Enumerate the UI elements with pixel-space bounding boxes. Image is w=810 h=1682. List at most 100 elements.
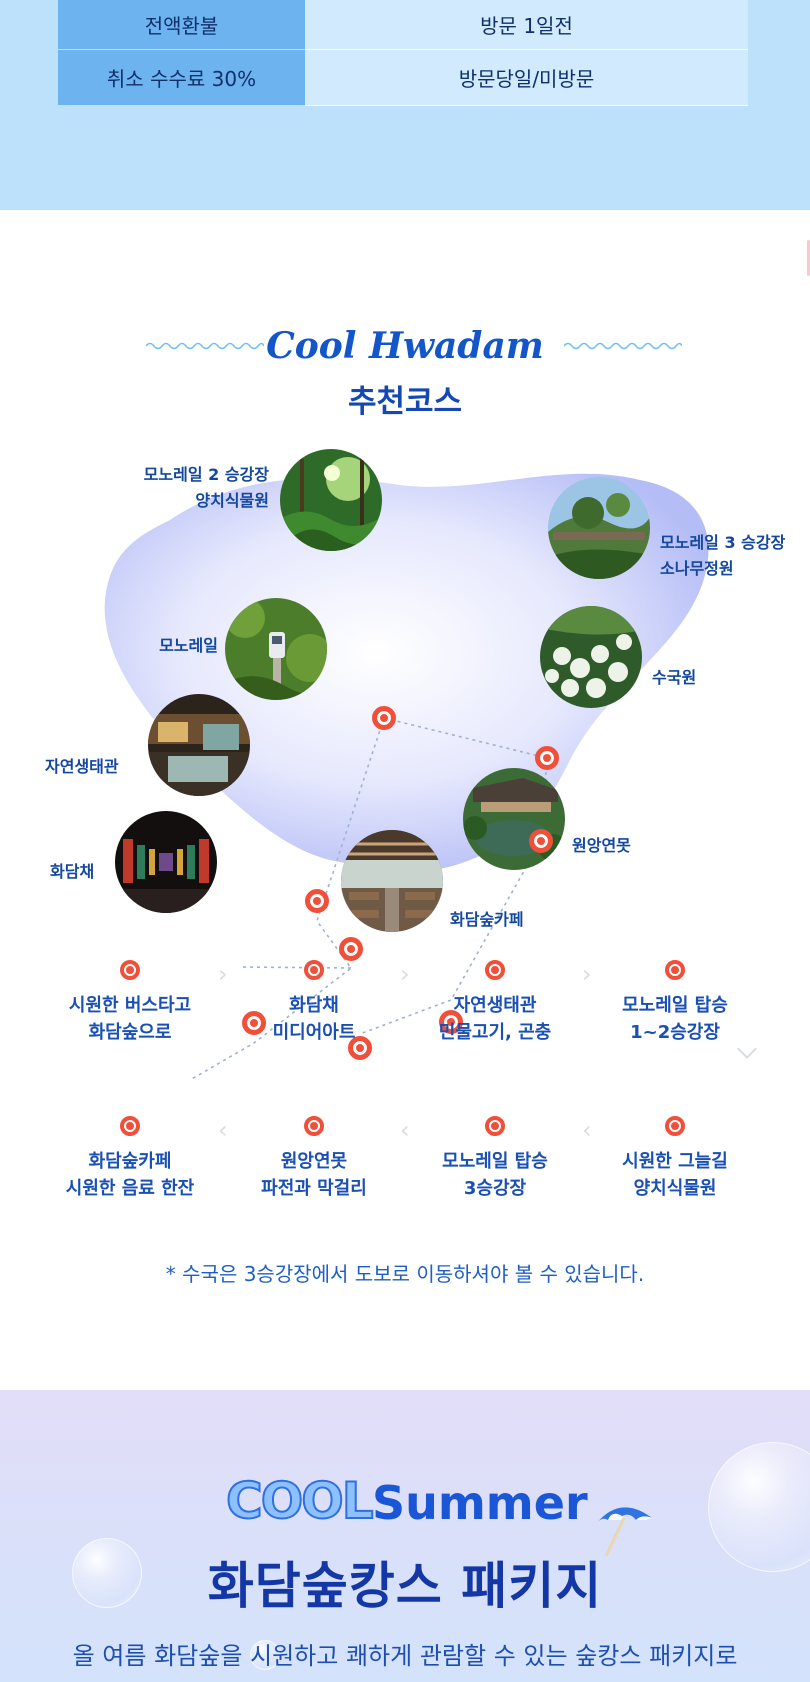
step-dot xyxy=(120,960,140,980)
step-line: 시원한 음료 한잔 xyxy=(65,1178,195,1199)
label-line: 모노레일 3 승강장 xyxy=(660,533,786,552)
chevron-right-icon: › xyxy=(582,960,592,988)
step-text: 자연생태관 민물고기, 곤충 xyxy=(415,992,575,1046)
fern-garden-photo xyxy=(280,449,382,551)
step-line: 1~2승강장 xyxy=(630,1022,720,1043)
step-text: 원앙연못 파전과 막걸리 xyxy=(234,1148,394,1202)
step-line: 시원한 그늘길 xyxy=(622,1151,728,1172)
route-pin xyxy=(439,1010,463,1034)
course-section: Cool Hwadam 추천코스 xyxy=(0,210,810,1390)
course-step-6: 원앙연못 파전과 막걸리 xyxy=(234,1116,394,1202)
table-row: 전액환불 방문 1일전 xyxy=(58,0,748,50)
umbrella-icon xyxy=(596,1507,652,1557)
step-text: 모노레일 탑승 3승강장 xyxy=(415,1148,575,1202)
label-cafe: 화담숲카페 xyxy=(450,910,524,929)
step-dot xyxy=(304,1116,324,1136)
step-dot xyxy=(304,960,324,980)
course-step-5: 화담숲카페 시원한 음료 한잔 xyxy=(50,1116,210,1202)
mandarin-pond-photo xyxy=(463,768,565,870)
package-cool-text: COOL xyxy=(225,1471,375,1531)
package-title: 화담숲캉스 패키지 xyxy=(207,1557,603,1615)
package-summer-text: Summer xyxy=(372,1476,588,1530)
package-section: COOL Summer 화담숲캉스 패키지 올 여름 화담숲을 시원하고 쾌하게… xyxy=(0,1390,810,1682)
label-monorail-2: 모노레일 2 승강장 양치식물원 xyxy=(144,462,269,514)
chevron-left-icon: ‹ xyxy=(400,1116,410,1144)
course-subtitle: 추천코스 xyxy=(347,384,463,420)
step-dot xyxy=(665,1116,685,1136)
table-row: 취소 수수료 30% 방문당일/미방문 xyxy=(58,50,748,106)
bubble-decoration xyxy=(72,1538,142,1608)
bubble-decoration xyxy=(708,1442,810,1572)
label-monorail-3: 모노레일 3 승강장 소나무정원 xyxy=(660,530,785,582)
label-line: 모노레일 2 승강장 xyxy=(143,465,269,484)
course-step-1: 시원한 버스타고 화담숲으로 xyxy=(50,960,210,1046)
route-pin xyxy=(339,937,363,961)
refund-timing-cell: 방문당일/미방문 xyxy=(305,50,748,106)
bubble-decoration xyxy=(250,1640,280,1670)
route-pin xyxy=(305,889,329,913)
refund-timing-cell: 방문 1일전 xyxy=(305,0,748,50)
course-step-7: 모노레일 탑승 3승강장 xyxy=(415,1116,575,1202)
step-line: 양치식물원 xyxy=(633,1178,717,1199)
package-description: 올 여름 화담숲을 시원하고 쾌하게 관람할 수 있는 숲캉스 패키지로 xyxy=(72,1642,738,1670)
refund-section: 전액환불 방문 1일전 취소 수수료 30% 방문당일/미방문 xyxy=(0,0,810,210)
refund-policy-cell: 전액환불 xyxy=(58,0,305,50)
route-line xyxy=(239,966,352,969)
step-line: 미디어아트 xyxy=(272,1022,356,1043)
step-dot xyxy=(485,1116,505,1136)
course-title: Cool Hwadam xyxy=(266,325,544,367)
step-text: 화담채 미디어아트 xyxy=(234,992,394,1046)
refund-table: 전액환불 방문 1일전 취소 수수료 30% 방문당일/미방문 xyxy=(58,0,748,106)
step-line: 화담숲카페 xyxy=(88,1151,172,1172)
step-line: 3승강장 xyxy=(463,1178,527,1199)
step-dot xyxy=(485,960,505,980)
label-sugukwon: 수국원 xyxy=(652,668,697,687)
step-line: 민물고기, 곤충 xyxy=(438,1022,552,1043)
route-pin xyxy=(535,746,559,770)
step-text: 시원한 버스타고 화담숲으로 xyxy=(50,992,210,1046)
course-step-4: 모노레일 탑승 1~2승강장 xyxy=(595,960,755,1046)
step-line: 시원한 버스타고 xyxy=(68,995,192,1016)
route-pin xyxy=(372,706,396,730)
label-wonang: 원앙연못 xyxy=(572,836,631,855)
route-pin xyxy=(348,1036,372,1060)
monorail-photo xyxy=(225,598,327,700)
step-line: 화담숲으로 xyxy=(88,1022,172,1043)
nature-hall-photo xyxy=(148,694,250,796)
route-line xyxy=(189,717,385,1081)
step-dot xyxy=(120,1116,140,1136)
label-line: 소나무정원 xyxy=(660,559,734,578)
map-blob xyxy=(104,473,709,872)
course-step-3: 자연생태관 민물고기, 곤충 xyxy=(415,960,575,1046)
course-step-8: 시원한 그늘길 양치식물원 xyxy=(595,1116,755,1202)
course-step-2: 화담채 미디어아트 xyxy=(234,960,394,1046)
chevron-left-icon: ‹ xyxy=(582,1116,592,1144)
hwadamchae-photo xyxy=(115,811,217,913)
label-line: 양치식물원 xyxy=(195,491,269,510)
course-map xyxy=(104,473,709,1081)
step-text: 시원한 그늘길 양치식물원 xyxy=(595,1148,755,1202)
chevron-left-icon: ‹ xyxy=(218,1116,228,1144)
step-line: 모노레일 탑승 xyxy=(442,1151,548,1172)
step-dot xyxy=(665,960,685,980)
step-line: 화담채 xyxy=(289,995,339,1016)
course-note: * 수국은 3승강장에서 도보로 이동하셔야 볼 수 있습니다. xyxy=(165,1262,645,1286)
step-line: 원앙연못 xyxy=(280,1151,348,1172)
step-line: 모노레일 탑승 xyxy=(622,995,728,1016)
edge-decoration xyxy=(807,240,810,276)
wave-right-decoration xyxy=(564,342,682,350)
refund-policy-cell: 취소 수수료 30% xyxy=(58,50,305,106)
chevron-right-icon: › xyxy=(400,960,410,988)
pine-garden-photo xyxy=(548,477,650,579)
route-pin xyxy=(529,829,553,853)
route-pin xyxy=(242,1011,266,1035)
chevron-right-icon: › xyxy=(218,960,228,988)
step-line: 파전과 막걸리 xyxy=(261,1178,367,1199)
cafe-photo xyxy=(341,830,443,932)
label-monorail: 모노레일 xyxy=(159,636,218,655)
wave-left-decoration xyxy=(146,342,264,350)
step-text: 화담숲카페 시원한 음료 한잔 xyxy=(50,1148,210,1202)
hydrangea-garden-photo xyxy=(540,606,642,708)
label-hwadamchae: 화담채 xyxy=(50,862,95,881)
step-text: 모노레일 탑승 1~2승강장 xyxy=(595,992,755,1046)
